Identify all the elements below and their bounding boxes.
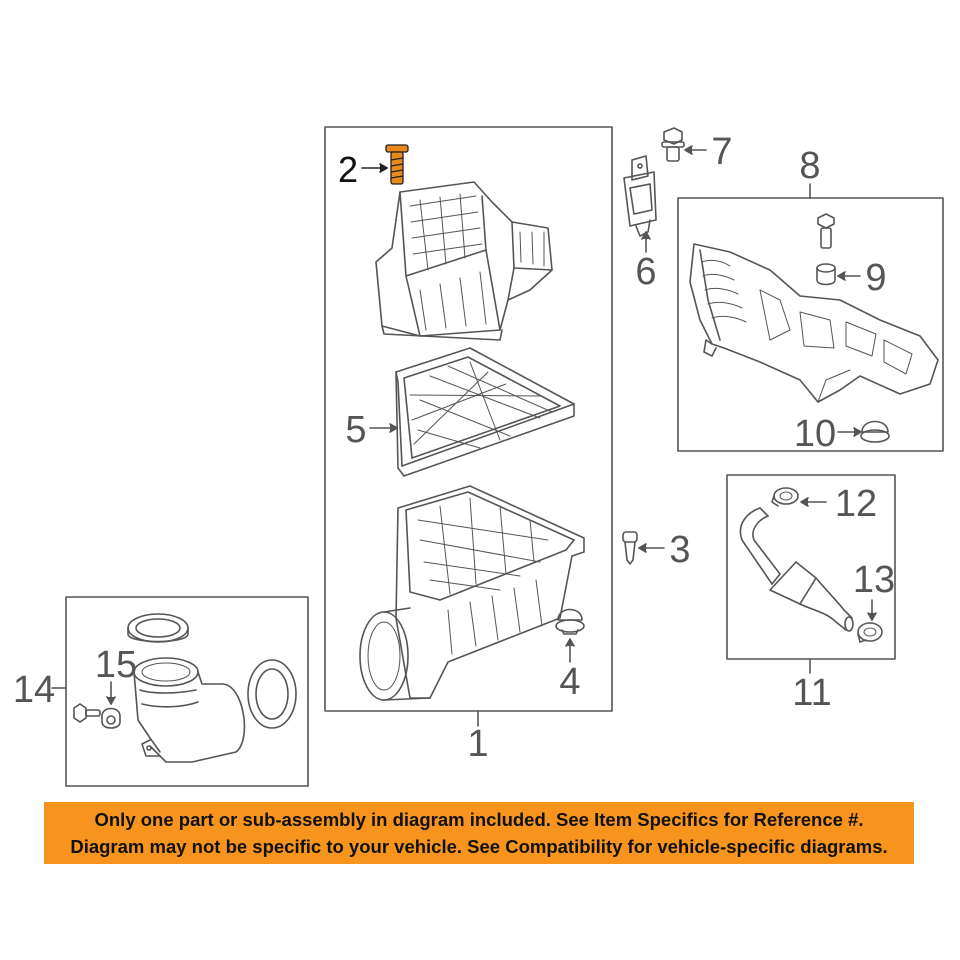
hose-assembly-box — [726, 474, 896, 660]
clamp-part-13 — [857, 622, 883, 643]
outlet-seal-ring — [127, 613, 189, 643]
callout-arrow-9 — [837, 271, 861, 281]
bolt-part-9-bolt — [817, 213, 835, 249]
callout-arrow-13 — [867, 599, 877, 621]
callout-label-15: 15 — [95, 644, 137, 686]
disclaimer-banner: Only one part or sub-assembly in diagram… — [44, 802, 914, 864]
callout-label-7: 7 — [711, 131, 732, 173]
pushpin-part-3 — [622, 531, 638, 565]
disclaimer-line-1: Only one part or sub-assembly in diagram… — [94, 809, 864, 830]
bolt-part-15 — [73, 703, 101, 723]
resonator-part-8 — [689, 243, 939, 403]
callout-label-8: 8 — [799, 145, 820, 187]
callout-label-5: 5 — [345, 409, 366, 451]
callout-label-1: 1 — [467, 723, 488, 765]
inlet-seal-ring — [247, 659, 297, 729]
callout-label-10: 10 — [794, 413, 836, 455]
callout-arrow-10 — [837, 427, 862, 437]
outlet-duct-part-14 — [133, 657, 246, 763]
callout-label-11: 11 — [792, 672, 831, 714]
airflow-sensor-part-6 — [623, 155, 657, 237]
air-cleaner-assembly-box — [324, 126, 613, 712]
callout-label-9: 9 — [865, 257, 886, 299]
callout-arrow-6 — [641, 231, 651, 253]
callout-arrow-7 — [684, 145, 707, 155]
callout-arrow-15 — [106, 681, 116, 705]
air-cleaner-lower-housing — [359, 485, 585, 701]
grommet-part-9 — [816, 263, 836, 286]
disclaimer-line-2: Diagram may not be specific to your vehi… — [70, 836, 888, 857]
callout-label-4: 4 — [559, 661, 580, 703]
callout-label-14: 14 — [13, 669, 55, 711]
callout-label-13: 13 — [853, 559, 895, 601]
callout-label-12: 12 — [835, 483, 877, 525]
bolt-part-7 — [661, 127, 685, 162]
callout-arrow-2 — [361, 163, 388, 173]
grommet-part-15 — [101, 707, 121, 729]
callout-arrow-12 — [800, 497, 827, 507]
callout-arrow-4 — [565, 638, 575, 663]
bolt-part-2[interactable] — [385, 144, 409, 185]
air-cleaner-cover — [375, 181, 553, 341]
filter-element-part-5 — [395, 347, 575, 477]
hose-part-11 — [739, 507, 854, 632]
callout-arrow-3 — [638, 543, 665, 553]
callout-label-6: 6 — [635, 251, 656, 293]
grommet-part-10 — [860, 420, 890, 443]
callout-arrow-5 — [369, 423, 398, 433]
callout-label-2: 2 — [338, 149, 358, 190]
outlet-duct-assembly-box — [65, 596, 309, 787]
clamp-part-12 — [771, 487, 799, 507]
callout-label-3: 3 — [669, 529, 690, 571]
grommet-part-4 — [555, 608, 585, 635]
